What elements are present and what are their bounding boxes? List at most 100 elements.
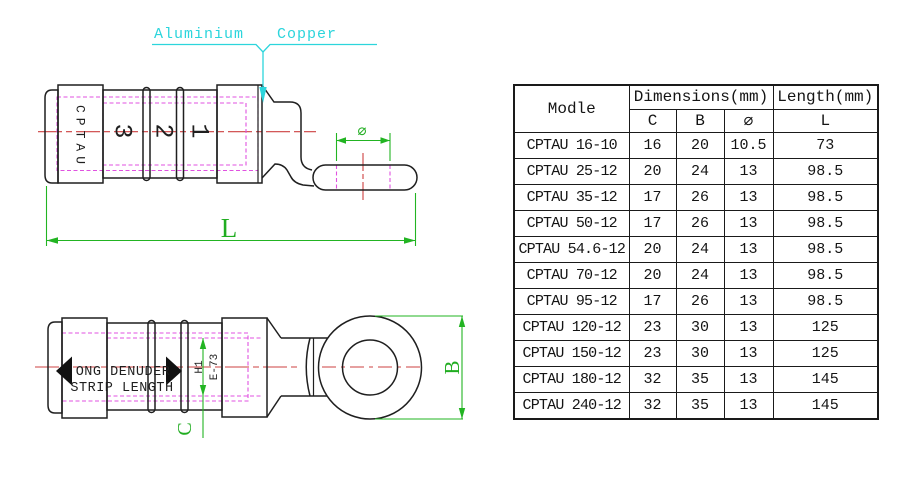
dia-cell: 13	[723, 287, 774, 315]
header-col-b: B	[675, 108, 725, 133]
crimp-rib	[147, 319, 156, 414]
table-row: CPTAU 120-12 23 30 13 125	[513, 313, 879, 341]
palm	[312, 164, 418, 191]
l-cell: 98.5	[772, 183, 879, 211]
table-header-row: Modle Dimensions(mm) Length(mm)	[513, 84, 879, 133]
crimp-rib	[180, 319, 189, 414]
transition-edge	[266, 317, 282, 339]
model-cell: CPTAU 35-12	[513, 183, 630, 211]
b-cell: 24	[675, 235, 725, 263]
e73-marking: E-73	[209, 354, 221, 380]
dia-cell: 10.5	[723, 131, 774, 159]
aluminium-label: Aluminium	[154, 26, 244, 43]
material-callouts: Aluminium Copper	[152, 26, 377, 103]
b-cell: 26	[675, 183, 725, 211]
l-cell: 145	[772, 391, 879, 420]
body-marking-text: CPTAU	[73, 105, 88, 169]
model-cell: CPTAU 150-12	[513, 339, 630, 367]
h1-marking: H1	[194, 360, 206, 374]
header-length: Length(mm)	[772, 84, 879, 110]
table-row: CPTAU 240-12 32 35 13 145	[513, 391, 879, 420]
ring-outer-circle	[317, 315, 423, 420]
table-row: CPTAU 54.6-12 20 24 13 98.5	[513, 235, 879, 263]
c-cell: 17	[628, 287, 677, 315]
copper-sleeve	[216, 84, 263, 184]
strap-upper-edge	[261, 84, 313, 171]
callout-arrow-icon	[259, 87, 267, 103]
table-row: CPTAU 95-12 17 26 13 98.5	[513, 287, 879, 315]
b-cell: 24	[675, 157, 725, 185]
flare-arc	[305, 337, 311, 397]
table-row: CPTAU 16-10 16 20 10.5 73	[513, 131, 879, 159]
dimension-lines	[202, 315, 463, 438]
l-cell: 125	[772, 339, 879, 367]
model-cell: CPTAU 240-12	[513, 391, 630, 420]
model-cell: CPTAU 70-12	[513, 261, 630, 289]
table-row: CPTAU 50-12 17 26 13 98.5	[513, 209, 879, 237]
center-line	[38, 131, 364, 201]
model-cell: CPTAU 16-10	[513, 131, 630, 159]
left-arrow-icon	[56, 356, 72, 386]
table-row: CPTAU 35-12 17 26 13 98.5	[513, 183, 879, 211]
c-cell: 16	[628, 131, 677, 159]
model-cell: CPTAU 95-12	[513, 287, 630, 315]
header-col-l: L	[772, 108, 879, 133]
top-view-drawing: L ∅ Aluminium Copper CPTAU 3 2 1	[38, 26, 418, 246]
end-cap	[47, 321, 63, 414]
c-cell: 32	[628, 365, 677, 393]
c-cell: 17	[628, 183, 677, 211]
crimp-zone-1-label: 1	[185, 123, 214, 138]
dia-cell: 13	[723, 365, 774, 393]
hidden-bore-lines	[56, 96, 391, 190]
b-cell: 26	[675, 209, 725, 237]
l-cell: 125	[772, 313, 879, 341]
right-arrow-icon	[166, 356, 182, 386]
spec-table: Modle Dimensions(mm) Length(mm) C B ∅ L …	[513, 84, 879, 420]
model-cell: CPTAU 25-12	[513, 157, 630, 185]
diameter-dim-label: ∅	[357, 124, 366, 141]
b-cell: 35	[675, 365, 725, 393]
length-dim-label: L	[221, 213, 238, 243]
c-cell: 20	[628, 157, 677, 185]
dimension-arrowheads	[46, 137, 416, 244]
b-cell: 35	[675, 391, 725, 420]
bottom-view-drawing: ONG DENUDER STRIP LENGTH H1 E-73 C B	[35, 315, 466, 438]
b-cell: 26	[675, 287, 725, 315]
dia-cell: 13	[723, 157, 774, 185]
table-subheader-row: C B ∅ L	[514, 108, 879, 133]
callout-leader-line	[152, 43, 377, 53]
bore-dim-label: C	[174, 422, 196, 435]
dia-cell: 13	[723, 235, 774, 263]
c-cell: 20	[628, 235, 677, 263]
ring-width-dim-label: B	[440, 360, 464, 374]
copper-label: Copper	[277, 26, 337, 43]
dia-cell: 13	[723, 339, 774, 367]
table-row: CPTAU 180-12 32 35 13 145	[513, 365, 879, 393]
crimp-rib	[142, 86, 151, 182]
lug-body-outline	[47, 315, 423, 420]
l-cell: 98.5	[772, 157, 879, 185]
strip-length-line2: STRIP LENGTH	[70, 381, 173, 396]
table-row: CPTAU 150-12 23 30 13 125	[513, 339, 879, 367]
b-cell: 24	[675, 261, 725, 289]
c-cell: 32	[628, 391, 677, 420]
dia-cell: 13	[723, 261, 774, 289]
model-cell: CPTAU 50-12	[513, 209, 630, 237]
strip-length-line1: ONG DENUDER	[76, 365, 171, 380]
header-model: Modle	[513, 84, 630, 133]
lug-body-outline	[44, 84, 418, 191]
l-cell: 145	[772, 365, 879, 393]
dimension-arrowheads	[199, 316, 466, 419]
model-cell: CPTAU 180-12	[513, 365, 630, 393]
l-cell: 98.5	[772, 261, 879, 289]
dia-cell: 13	[723, 183, 774, 211]
model-cell: CPTAU 120-12	[513, 313, 630, 341]
c-cell: 17	[628, 209, 677, 237]
c-cell: 23	[628, 313, 677, 341]
c-cell: 23	[628, 339, 677, 367]
copper-sleeve	[221, 317, 268, 418]
header-col-dia: ∅	[723, 108, 774, 133]
l-cell: 98.5	[772, 209, 879, 237]
